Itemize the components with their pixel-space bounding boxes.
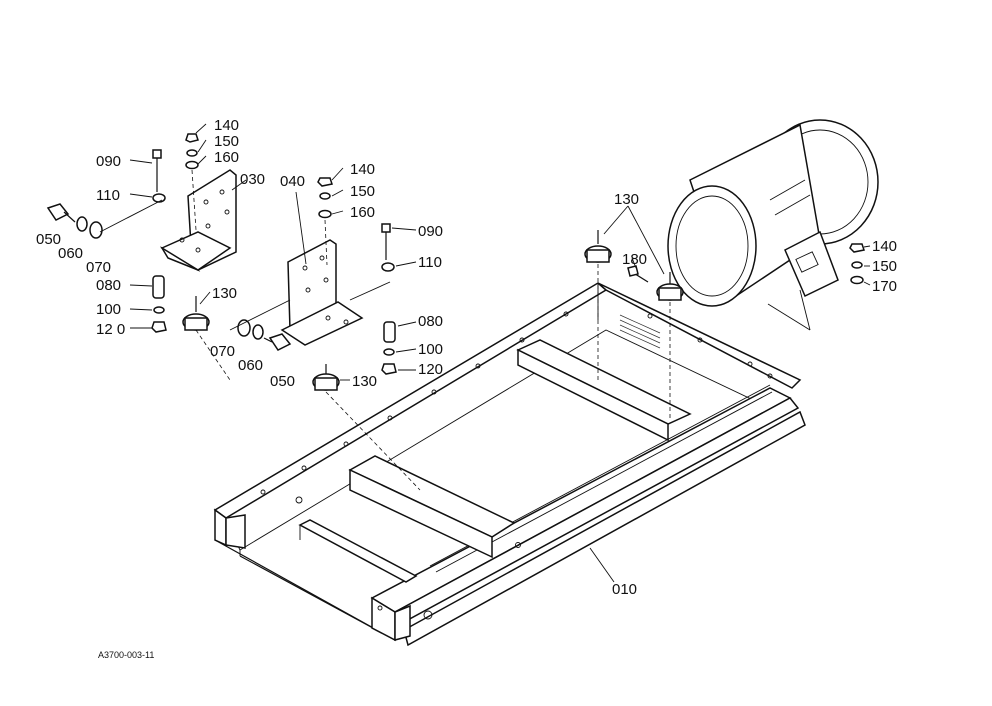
left-fasteners bbox=[46, 133, 231, 381]
label-150-center: 150 bbox=[350, 183, 375, 200]
label-070-center: 070 bbox=[210, 343, 235, 360]
left-bracket bbox=[160, 169, 237, 272]
part-labels: 010 030 040 050 050 060 060 070 070 080 … bbox=[36, 117, 897, 660]
label-120-left: 12 0 bbox=[96, 321, 125, 338]
label-110-left: 110 bbox=[96, 187, 120, 204]
label-040: 040 bbox=[280, 173, 305, 190]
label-080-center: 080 bbox=[418, 313, 443, 330]
label-080-left: 080 bbox=[96, 277, 121, 294]
label-160-left: 160 bbox=[214, 149, 239, 166]
label-090-left: 090 bbox=[96, 153, 121, 170]
label-150-left: 150 bbox=[214, 133, 239, 150]
label-140-center: 140 bbox=[350, 161, 375, 178]
label-060-left: 060 bbox=[58, 245, 83, 262]
label-030: 030 bbox=[240, 171, 265, 188]
label-180: 180 bbox=[622, 251, 647, 268]
label-110-center: 110 bbox=[418, 254, 442, 271]
label-050-center: 050 bbox=[270, 373, 295, 390]
center-fasteners bbox=[229, 177, 421, 491]
label-100-left: 100 bbox=[96, 301, 121, 318]
label-130-right: 130 bbox=[614, 191, 639, 208]
label-090-center: 090 bbox=[418, 223, 443, 240]
label-130-center: 130 bbox=[352, 373, 377, 390]
motor-assembly bbox=[667, 119, 879, 307]
label-120-center: 120 bbox=[418, 361, 443, 378]
label-010: 010 bbox=[612, 581, 637, 598]
label-100-center: 100 bbox=[418, 341, 443, 358]
label-140-left: 140 bbox=[214, 117, 239, 134]
drawing-reference: A3700-003-11 bbox=[98, 650, 154, 660]
label-130-left: 130 bbox=[212, 285, 237, 302]
right-fasteners bbox=[584, 230, 865, 420]
label-050-left: 050 bbox=[36, 231, 61, 248]
label-060-center: 060 bbox=[238, 357, 263, 374]
label-140-right: 140 bbox=[872, 238, 897, 255]
label-170: 170 bbox=[872, 278, 897, 295]
center-bracket bbox=[280, 239, 364, 346]
label-160-center: 160 bbox=[350, 204, 375, 221]
label-070-left: 070 bbox=[86, 259, 111, 276]
leader-lines bbox=[129, 123, 871, 381]
base-frame bbox=[213, 282, 806, 647]
label-150-right: 150 bbox=[872, 258, 897, 275]
